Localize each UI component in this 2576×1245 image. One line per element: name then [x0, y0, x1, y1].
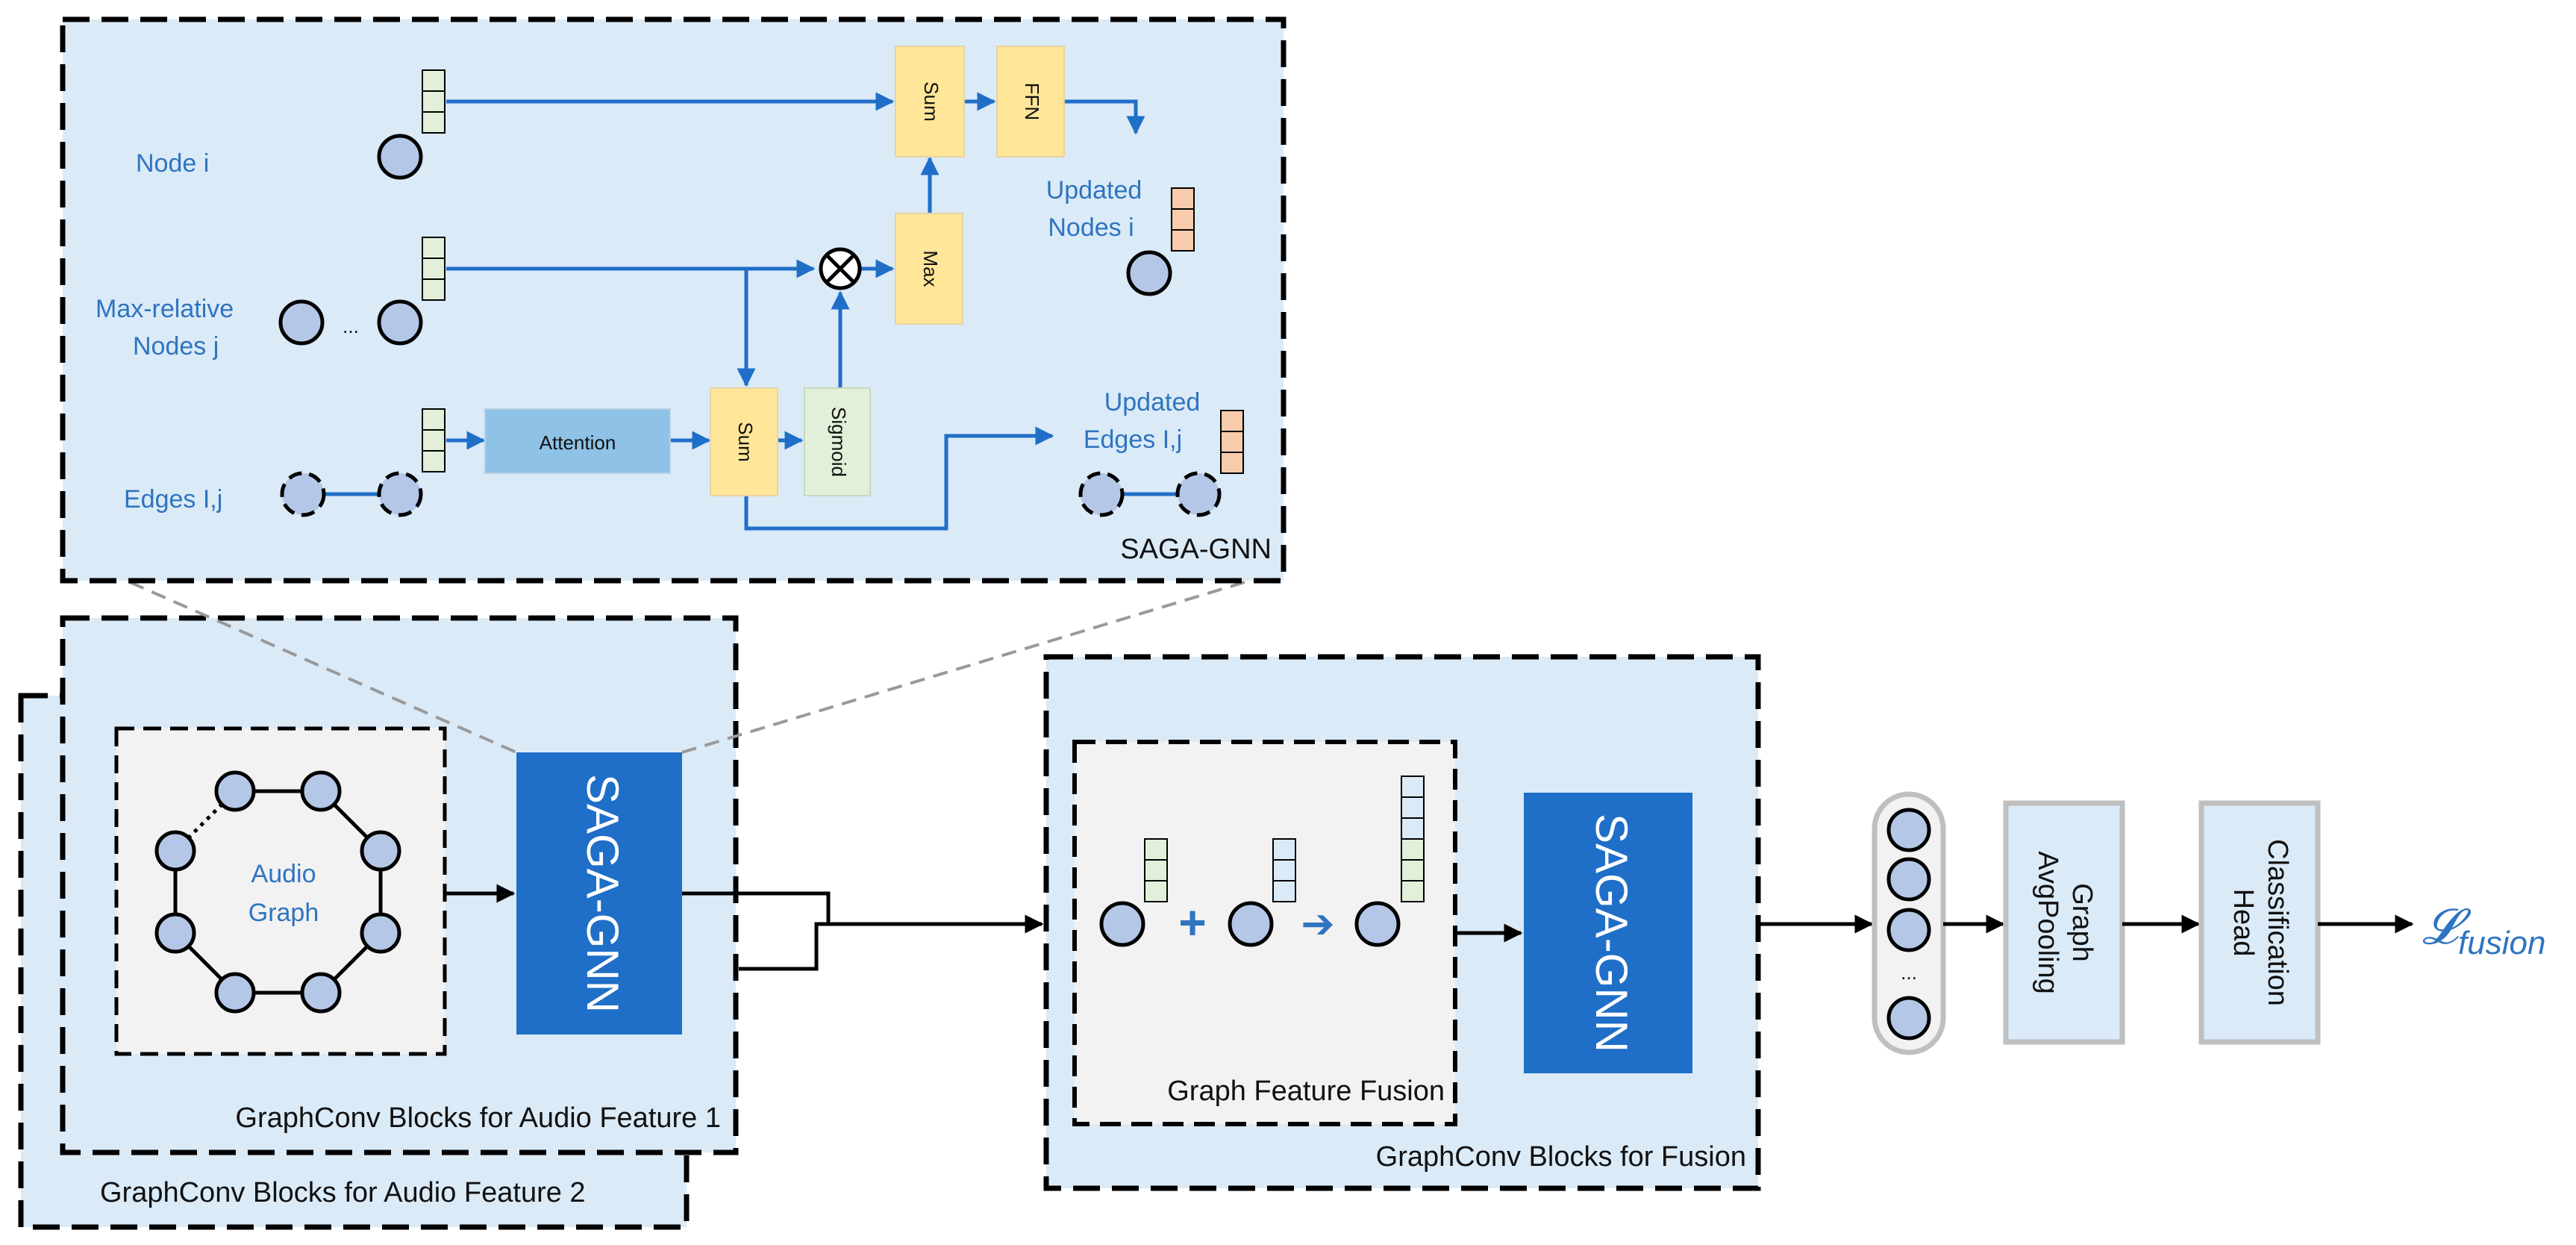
head-label-1: Classification — [2262, 839, 2293, 1006]
fusion-panel-title: GraphConv Blocks for Fusion — [1376, 1141, 1746, 1173]
connector-feature-1 — [682, 891, 831, 924]
sum-block-nodes — [895, 46, 965, 157]
attention-block — [484, 408, 671, 474]
updated-edges-label-1: Updated — [1104, 388, 1201, 416]
updated-feature-vector-nodes — [1171, 187, 1195, 252]
pooling-label-2: AvgPooling — [2032, 851, 2063, 994]
audio-graph-panel — [114, 726, 447, 1056]
ffn-block — [996, 46, 1065, 157]
stack-ellipsis: ... — [1901, 961, 1917, 984]
fusion-arrow-icon: ➔ — [1301, 902, 1334, 946]
stack-node — [1886, 996, 1931, 1040]
max-relative-label-1: Max-relative — [96, 295, 234, 323]
sigmoid-block — [804, 387, 871, 496]
max-block — [895, 213, 963, 325]
audio-feature-1-title: GraphConv Blocks for Audio Feature 1 — [235, 1102, 721, 1134]
updated-nodes-label-1: Updated — [1046, 176, 1142, 205]
loss-subscript: fusion — [2458, 925, 2545, 961]
fusion-output-node — [1354, 901, 1401, 947]
stack-node — [1886, 908, 1931, 952]
node-i-label: Node i — [136, 149, 209, 178]
updated-edge-node-j — [1175, 471, 1222, 517]
graph-node — [300, 972, 342, 1014]
feature-vector-node-i — [422, 69, 446, 134]
updated-edge-node-i — [1078, 471, 1125, 517]
max-relative-label-2: Nodes j — [133, 332, 219, 361]
graph-node — [300, 770, 342, 812]
flow-edge-update — [744, 426, 1054, 531]
loss-fusion-label: 𝓛 fusion — [2422, 899, 2545, 961]
updated-nodes-label-2: Nodes i — [1048, 213, 1134, 242]
sum-block-edges — [710, 387, 778, 496]
saga-gnn-detail-title: SAGA-GNN — [1120, 534, 1272, 565]
ffn-label: FFN — [1021, 83, 1043, 121]
audio-graph-label-1: Audio — [251, 860, 316, 888]
head-label-2: Head — [2228, 889, 2259, 957]
stack-node — [1886, 808, 1931, 852]
attention-label: Attention — [540, 431, 616, 454]
node-stack: ... — [1872, 791, 1946, 1055]
updated-node-i — [1126, 250, 1172, 296]
saga-gnn-label-audio: SAGA-GNN — [578, 774, 628, 1013]
fusion-input-node-1 — [1099, 901, 1145, 947]
flow-ffn-output — [1063, 99, 1145, 135]
fusion-panel: + ➔ Graph Feature Fusion SAGA-GNN GraphC… — [1043, 654, 1761, 1191]
sigmoid-label: Sigmoid — [828, 407, 850, 477]
node-i — [377, 134, 423, 180]
sum-label-nodes: Sum — [920, 81, 942, 121]
audio-feature-2-title: GraphConv Blocks for Audio Feature 2 — [100, 1177, 586, 1208]
audio-graph-label-2: Graph — [248, 899, 319, 927]
fusion-feature-vector-2 — [1272, 838, 1296, 902]
edge-node-i — [280, 471, 326, 517]
graph-node — [360, 912, 401, 954]
feature-vector-edge — [422, 408, 446, 472]
sum-label-edges: Sum — [734, 422, 757, 461]
updated-feature-vector-edges — [1220, 410, 1244, 474]
graph-node — [214, 972, 256, 1014]
node-j-first — [278, 299, 325, 346]
pooling-label-1: Graph — [2066, 883, 2098, 962]
saga-gnn-block-fusion — [1524, 793, 1692, 1073]
max-label: Max — [919, 250, 942, 287]
plus-icon: + — [1178, 896, 1206, 949]
graph-feature-fusion-title: Graph Feature Fusion — [1167, 1076, 1445, 1107]
edge-node-j — [377, 471, 423, 517]
classification-head-block: Classification Head — [2198, 800, 2321, 1045]
saga-gnn-block-audio — [516, 752, 682, 1035]
feature-vector-node-j — [422, 237, 446, 301]
node-j-last — [377, 299, 423, 346]
saga-gnn-label-fusion: SAGA-GNN — [1586, 814, 1636, 1052]
connector-feature-2 — [739, 914, 1044, 971]
graph-node — [154, 830, 196, 872]
fusion-feature-vector-1 — [1144, 838, 1168, 902]
updated-edges-label-2: Edges I,j — [1084, 425, 1182, 454]
graph-avgpooling-block: Graph AvgPooling — [2003, 800, 2125, 1045]
graph-node — [154, 912, 196, 954]
graph-node — [360, 830, 401, 872]
stack-node — [1886, 857, 1931, 902]
multiply-icon — [819, 247, 862, 290]
audio-graph-ring — [154, 770, 401, 1014]
fusion-input-node-2 — [1228, 901, 1274, 947]
zoom-guide-right — [681, 581, 1245, 754]
fusion-feature-vector-concat — [1401, 776, 1425, 902]
saga-gnn-detail-panel: Node i Max-relative Nodes j Edges I,j ..… — [60, 16, 1287, 584]
graph-node — [214, 770, 256, 812]
edges-label: Edges I,j — [124, 485, 222, 514]
nodes-ellipsis: ... — [343, 315, 359, 337]
audio-feature-1-panel: Audio Graph SAGA-GNN GraphConv Blocks fo… — [60, 615, 739, 1155]
